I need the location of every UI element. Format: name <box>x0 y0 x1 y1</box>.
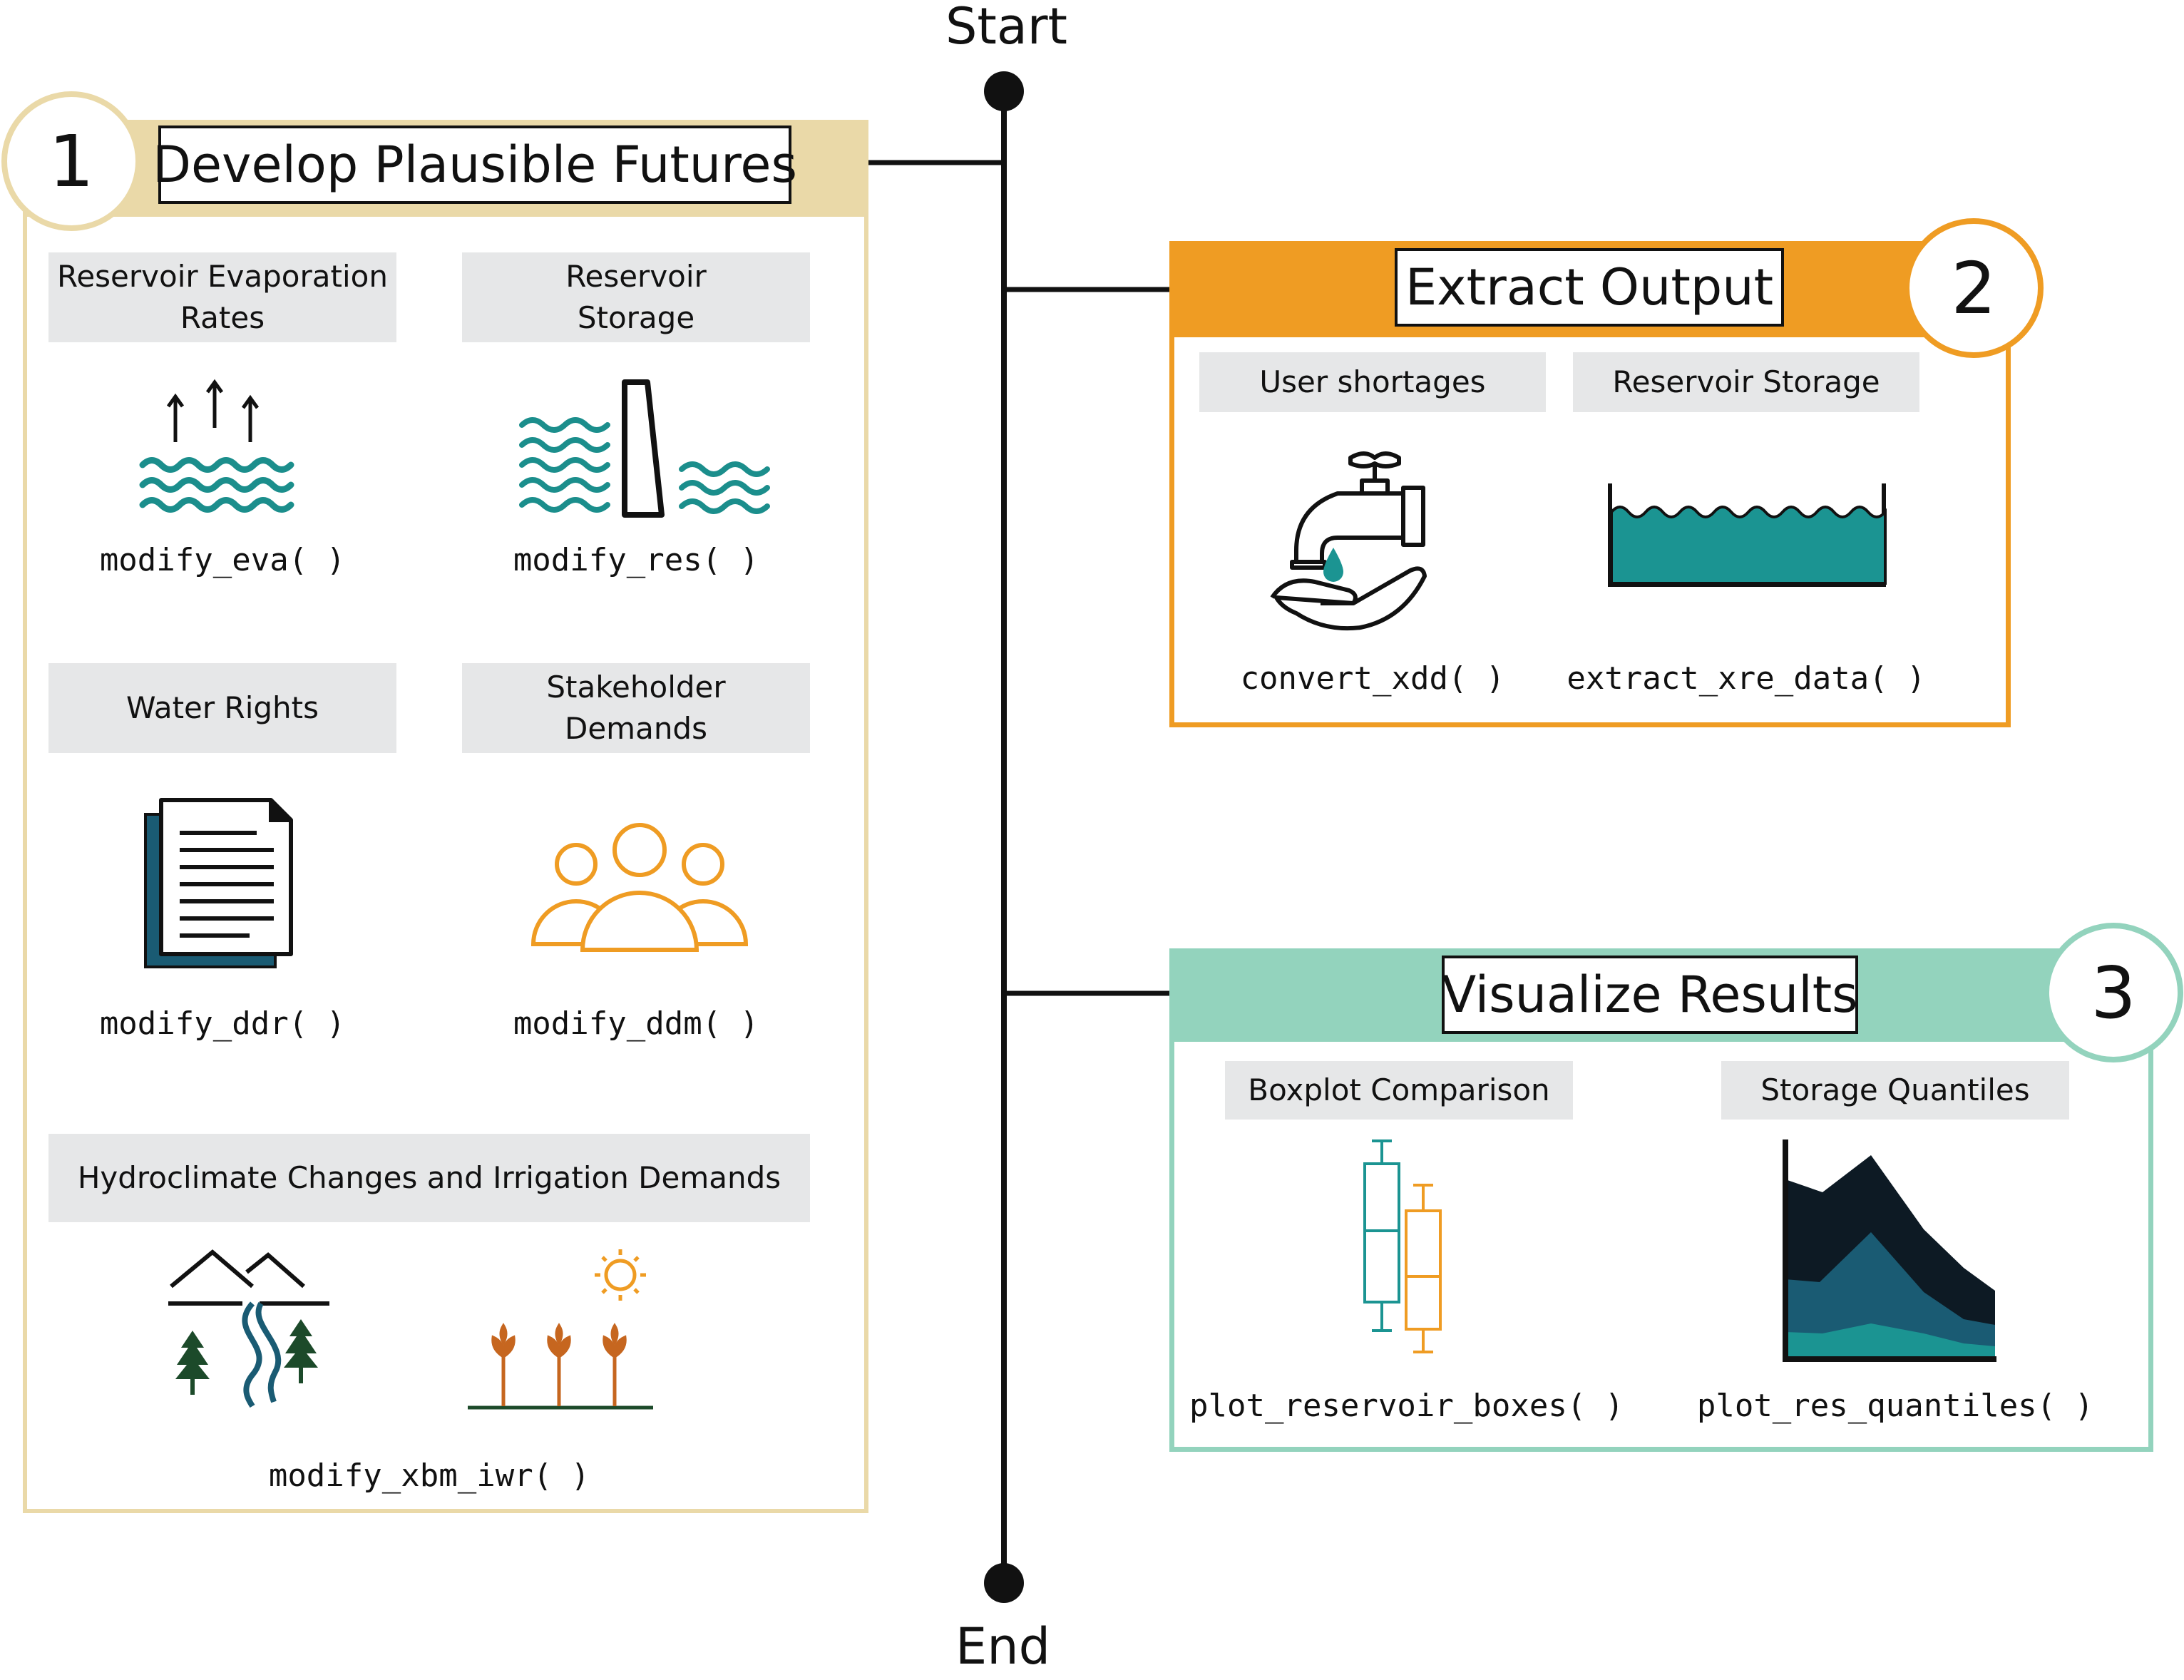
area-chart-icon <box>1783 1139 1996 1362</box>
label-reservoir-storage: Reservoir Storage <box>462 252 810 342</box>
faucet-hand-icon <box>1270 451 1427 631</box>
document-icon <box>144 798 293 968</box>
step-3-title: Visualize Results <box>1442 956 1858 1034</box>
function-modify-ddm: modify_ddm( ) <box>513 1005 759 1042</box>
step-3-number: 3 <box>2044 923 2183 1062</box>
label-boxplot-comparison: Boxplot Comparison <box>1225 1061 1573 1120</box>
function-convert-xdd: convert_xdd( ) <box>1240 660 1505 697</box>
mountains-river-icon <box>168 1249 329 1408</box>
step-1-title: Develop Plausible Futures <box>153 126 797 204</box>
people-icon <box>530 823 749 952</box>
end-label: End <box>955 1617 1051 1676</box>
function-plot-res-quantiles: plot_res_quantiles( ) <box>1696 1388 2094 1424</box>
label-storage-quantiles: Storage Quantiles <box>1721 1061 2069 1120</box>
function-modify-ddr: modify_ddr( ) <box>99 1005 346 1042</box>
function-modify-eva: modify_eva( ) <box>99 542 346 578</box>
label-reservoir-storage-output: Reservoir Storage <box>1573 352 1919 412</box>
crops-sun-icon <box>468 1249 653 1410</box>
step-1-number: 1 <box>1 91 141 231</box>
function-modify-res: modify_res( ) <box>513 542 759 578</box>
function-extract-xre-data: extract_xre_data( ) <box>1567 660 1926 697</box>
start-node <box>984 71 1024 111</box>
boxplot-icon <box>1363 1139 1442 1353</box>
label-hydroclimate: Hydroclimate Changes and Irrigation Dema… <box>48 1134 810 1222</box>
label-water-rights: Water Rights <box>48 663 396 753</box>
function-modify-xbm-iwr: modify_xbm_iwr( ) <box>268 1458 590 1494</box>
step-2-title: Extract Output <box>1395 248 1784 327</box>
dam-icon <box>519 379 770 518</box>
step-2-number: 2 <box>1904 218 2044 358</box>
label-evaporation: Reservoir Evaporation Rates <box>48 252 396 342</box>
label-user-shortages: User shortages <box>1199 352 1546 412</box>
label-stakeholder-demands: Stakeholder Demands <box>462 663 810 753</box>
evaporation-icon <box>139 379 294 513</box>
start-label: Start <box>945 0 1068 56</box>
reservoir-storage-icon <box>1608 483 1887 587</box>
end-node <box>984 1563 1024 1603</box>
function-plot-reservoir-boxes: plot_reservoir_boxes( ) <box>1189 1388 1624 1424</box>
